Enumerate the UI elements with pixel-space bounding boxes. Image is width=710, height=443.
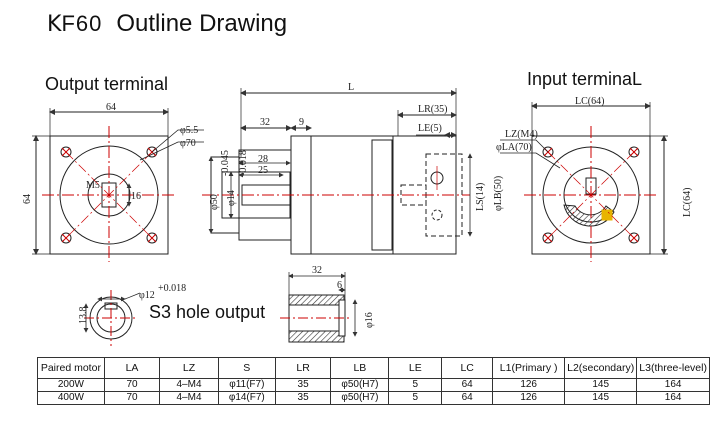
table-cell: 164 — [636, 378, 710, 392]
output-terminal-label: Output terminal — [45, 74, 169, 94]
dim-m5: M5 — [86, 180, 100, 191]
dim-13-8: 13.8 — [78, 307, 89, 325]
s3-section-bore — [288, 304, 340, 332]
side-view — [202, 88, 473, 255]
table-row: 200W 70 4–M4 φ11(F7) 35 φ50(H7) 5 64 126… — [37, 378, 710, 392]
input-bolt-hole — [628, 146, 640, 158]
dim-LS: LS(14) — [475, 183, 486, 211]
col-header: L2(secondary) — [564, 357, 638, 379]
dim-d14-tolerance: -0.018 — [238, 150, 249, 176]
dim-s3-32: 32 — [312, 265, 322, 276]
table-cell: 70 — [103, 378, 161, 392]
dim-d14: φ14 — [226, 190, 237, 206]
col-header: LB — [330, 357, 390, 379]
dim-64-side: 64 — [22, 194, 33, 204]
table-cell: 126 — [492, 391, 566, 405]
col-header: L3(three-level) — [636, 357, 710, 379]
output-bolt-hole — [60, 232, 72, 244]
table-cell: 126 — [492, 378, 566, 392]
table-cell: 200W — [37, 378, 105, 392]
input-bolt-hole — [628, 232, 640, 244]
side-clamp-screw-hidden — [431, 209, 443, 221]
s3-hole-output-label: S3 hole output — [149, 302, 266, 322]
title-text: Outline Drawing — [116, 10, 288, 37]
col-header: LZ — [159, 357, 219, 379]
col-header: L1(Primary ) — [492, 357, 566, 379]
col-header: S — [217, 357, 276, 379]
s3-section-view — [280, 272, 358, 343]
dim-LC-side: LC(64) — [682, 188, 693, 217]
dim-LB: φLB(50) — [493, 176, 504, 211]
table-row: 400W 70 4–M4 φ14(F7) 35 φ50(H7) 5 64 126… — [37, 391, 710, 405]
dim-s3-d12-tolerance: +0.018 — [158, 283, 186, 294]
output-bolt-hole — [146, 232, 158, 244]
table-cell: 4–M4 — [159, 378, 219, 392]
table-cell: 35 — [274, 378, 332, 392]
table-cell: 164 — [636, 391, 710, 405]
col-header: LR — [274, 357, 332, 379]
table-cell: 145 — [564, 378, 638, 392]
table-cell: φ11(F7) — [217, 378, 276, 392]
dim-28: 28 — [258, 154, 268, 165]
table-cell: 64 — [441, 391, 494, 405]
dim-32: 32 — [260, 117, 270, 128]
dim-LR: LR(35) — [418, 104, 447, 115]
dim-9: 9 — [299, 117, 304, 128]
input-bolt-hole — [542, 146, 554, 158]
input-terminal-label: Input terminaL — [527, 69, 643, 89]
input-clamp-screw — [601, 209, 613, 221]
dim-LA: φLA(70) — [496, 142, 532, 153]
table-cell: 5 — [388, 378, 443, 392]
table-cell: 70 — [103, 391, 161, 405]
table-cell: 4–M4 — [159, 391, 219, 405]
table-cell: 145 — [564, 391, 638, 405]
dim-16: 16 — [131, 191, 141, 202]
col-header: LA — [103, 357, 161, 379]
dim-bolt-hole-dia: φ5.5 — [180, 125, 198, 136]
title-brand: K — [47, 12, 62, 37]
table-cell: φ14(F7) — [217, 391, 276, 405]
col-header: LE — [388, 357, 443, 379]
spec-table: Paired motor LA LZ S LR LB LE LC L1(Prim… — [37, 357, 710, 405]
dim-pcd-70: φ70 — [180, 138, 196, 149]
table-header-row: Paired motor LA LZ S LR LB LE LC L1(Prim… — [37, 357, 710, 379]
page-title: KF60 Outline Drawing — [47, 10, 287, 38]
table-cell: 35 — [274, 391, 332, 405]
dim-LC-top: LC(64) — [575, 96, 604, 107]
input-bolt-hole — [542, 232, 554, 244]
dim-LE: LE(5) — [418, 123, 442, 134]
table-cell: φ50(H7) — [330, 378, 390, 392]
dim-s3-6: 6 — [337, 280, 342, 291]
table-cell: φ50(H7) — [330, 391, 390, 405]
table-cell: 64 — [441, 378, 494, 392]
dim-d50-tolerance: -0.045 — [220, 150, 231, 176]
dim-LZ: LZ(M4) — [505, 129, 538, 140]
dim-25: 25 — [258, 165, 268, 176]
dim-L: L — [348, 82, 354, 93]
col-header: LC — [441, 357, 494, 379]
dim-64-top: 64 — [106, 102, 116, 113]
table-cell: 400W — [37, 391, 105, 405]
title-model: F60 — [61, 11, 103, 36]
s3-end-view — [83, 290, 141, 346]
input-hatch-section — [563, 204, 615, 227]
input-terminal-view — [500, 102, 668, 262]
dim-s3-d16: φ16 — [364, 312, 375, 328]
dim-d50: φ50 — [209, 194, 220, 210]
dim-s3-d12: φ12 — [139, 290, 155, 301]
table-cell: 5 — [388, 391, 443, 405]
col-header: Paired motor — [37, 357, 105, 379]
output-terminal-view — [32, 108, 204, 262]
output-bolt-hole — [60, 146, 72, 158]
